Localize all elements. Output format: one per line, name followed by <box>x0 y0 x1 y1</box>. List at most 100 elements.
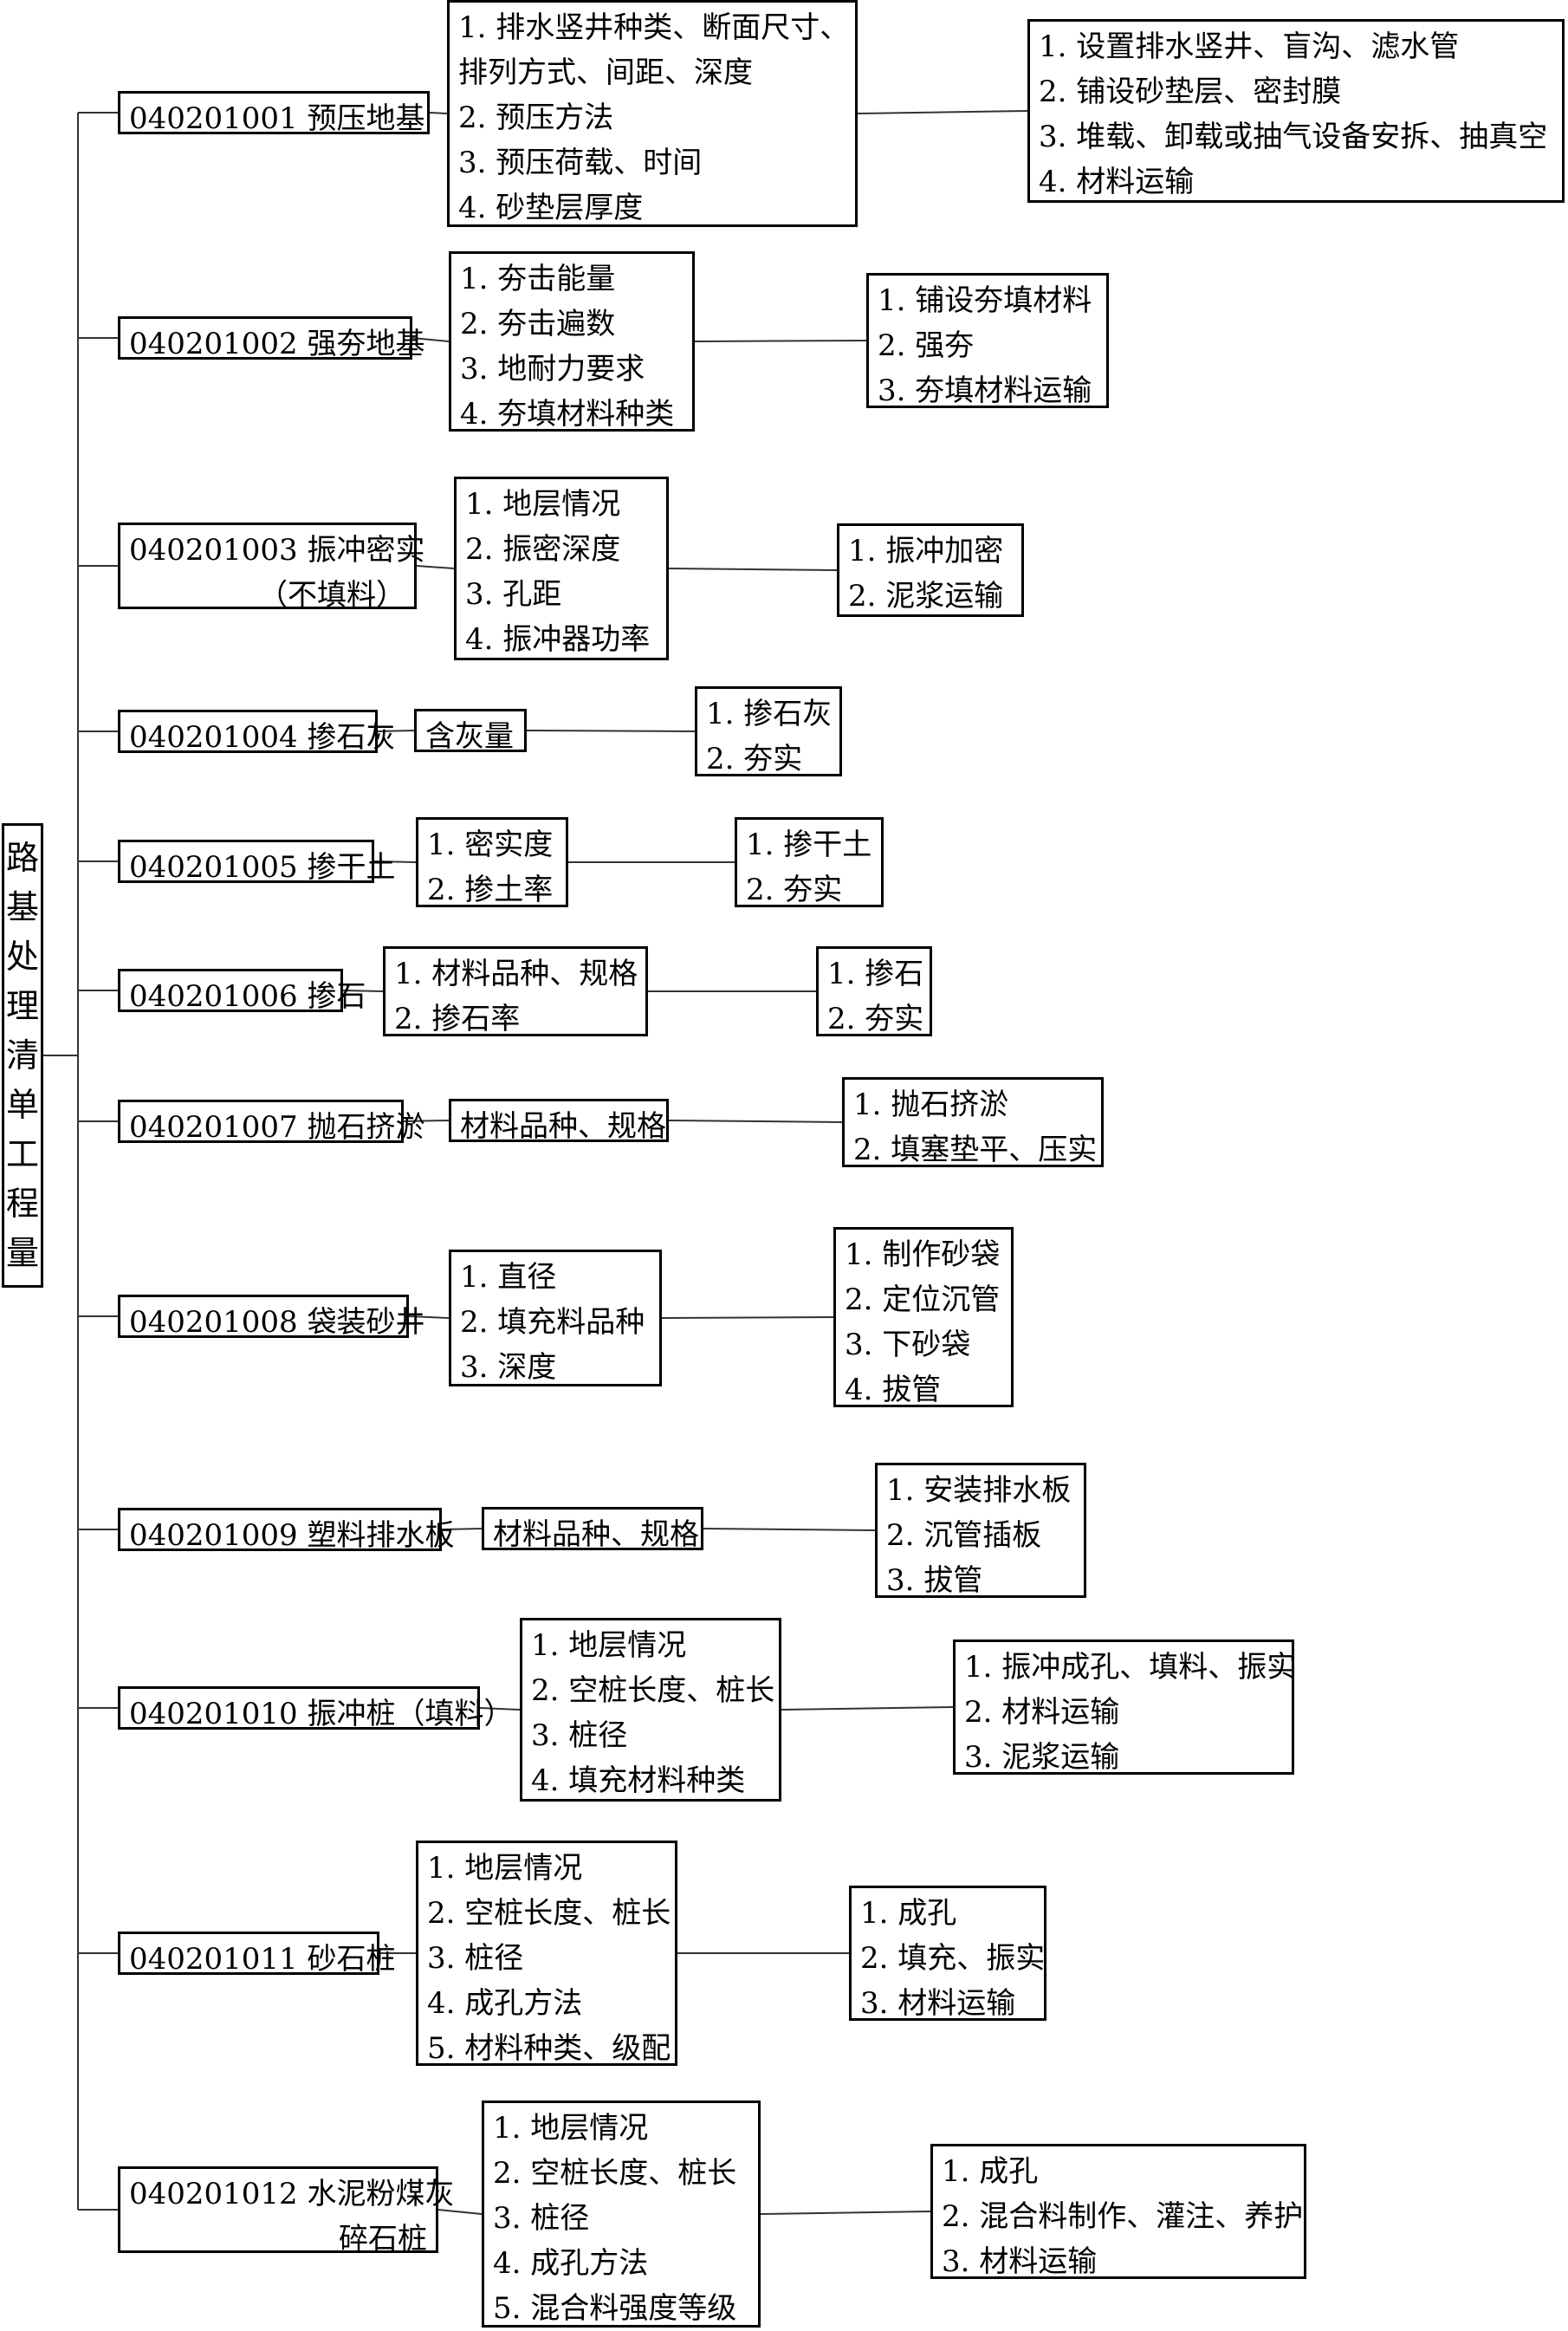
code-feature-line <box>429 112 448 114</box>
code-feature-line <box>377 730 415 732</box>
feature-box-line: 3. 桩径 <box>531 1718 628 1753</box>
feature-box-line: 材料品种、规格 <box>493 1517 699 1552</box>
item-code-box: 040201010 振冲桩（填料） <box>118 1686 514 1731</box>
work-content-box-line: 3. 材料运输 <box>860 1986 1016 2021</box>
feature-box-line: 4. 成孔方法 <box>493 2246 649 2281</box>
feature-box: 含灰量 <box>414 709 527 754</box>
code-feature-line <box>479 1707 521 1711</box>
item-code-box: 040201006 掺石 <box>118 969 366 1014</box>
work-content-box-line: 2. 夯实 <box>827 1002 924 1036</box>
root-char: 路 <box>5 838 39 877</box>
root-char: 工 <box>5 1135 39 1174</box>
code-feature-line <box>416 565 455 569</box>
feature-work-line <box>703 1528 876 1531</box>
feature-box-line: 1. 地层情况 <box>493 2111 649 2146</box>
item-code-box-line: 040201006 掺石 <box>129 979 366 1014</box>
work-content-box-line: 2. 夯实 <box>706 742 803 776</box>
code-feature-line <box>408 1315 450 1319</box>
work-content-box-line: 1. 抛石挤淤 <box>853 1088 1009 1122</box>
root-char: 清 <box>5 1036 39 1075</box>
item-code-box: 040201009 塑料排水板 <box>118 1508 455 1553</box>
work-content-box-line: 2. 材料运输 <box>964 1695 1120 1730</box>
feature-work-line <box>781 1706 954 1711</box>
feature-box-line: 4. 振冲器功率 <box>465 622 651 657</box>
feature-box-line: 材料品种、规格 <box>460 1109 666 1144</box>
work-content-box-line: 3. 夯填材料运输 <box>878 373 1092 408</box>
item-code-box-line: 040201003 振冲密实 <box>129 533 425 568</box>
work-content-box-line: 1. 振冲成孔、填料、振实 <box>964 1650 1297 1685</box>
feature-box-line: 5. 材料种类、级配 <box>427 2031 671 2066</box>
work-content-box: 1. 制作砂袋 2. 定位沉管 3. 下砂袋 4. 拔管 <box>833 1227 1014 1407</box>
work-content-box-line: 1. 掺干土 <box>746 828 872 862</box>
feature-box-line: 1. 夯击能量 <box>460 262 616 296</box>
work-content-box-line: 2. 铺设砂垫层、密封膜 <box>1039 75 1342 109</box>
feature-box-line: 1. 排水竖井种类、断面尺寸、 <box>458 10 850 45</box>
feature-box: 材料品种、规格 <box>449 1099 669 1144</box>
item-code-box-line: （不填料） <box>258 578 405 613</box>
feature-box-line: 2. 掺石率 <box>394 1002 521 1036</box>
work-content-box-line: 3. 下砂袋 <box>845 1328 971 1362</box>
feature-box-line: 1. 地层情况 <box>427 1851 583 1886</box>
feature-work-line <box>760 2211 931 2215</box>
feature-box: 材料品种、规格 <box>482 1507 703 1552</box>
code-feature-line <box>437 2209 483 2215</box>
work-content-box-line: 1. 制作砂袋 <box>845 1237 1001 1272</box>
feature-box-line: 2. 预压方法 <box>458 101 614 135</box>
feature-work-line <box>857 110 1028 114</box>
work-content-box-line: 2. 定位沉管 <box>845 1282 1001 1317</box>
feature-box-line: 含灰量 <box>425 719 514 754</box>
feature-box-line: 1. 直径 <box>460 1260 557 1295</box>
root-node: 路 基 处 理 清 单 工 程 量 <box>2 823 43 1288</box>
item-code-box: 040201005 掺干土 <box>118 840 396 885</box>
code-feature-line <box>373 860 417 863</box>
work-content-box-line: 2. 填充、振实 <box>860 1941 1046 1976</box>
feature-box-line: 5. 混合料强度等级 <box>493 2291 737 2326</box>
item-code-box-line: 040201009 塑料排水板 <box>129 1518 455 1553</box>
feature-box-line: 3. 孔距 <box>465 577 562 612</box>
work-content-box-line: 3. 拔管 <box>886 1563 983 1598</box>
work-content-box-line: 3. 材料运输 <box>942 2244 1098 2279</box>
item-code-box-line: 040201002 强夯地基 <box>129 327 425 361</box>
item-code-box: 040201012 水泥粉煤灰碎石桩 <box>118 2166 455 2256</box>
work-content-box-line: 2. 混合料制作、灌注、养护 <box>942 2199 1304 2234</box>
work-content-box-line: 2. 泥浆运输 <box>848 579 1004 614</box>
work-content-box-line: 1. 铺设夯填材料 <box>878 283 1092 318</box>
work-content-box-line: 2. 夯实 <box>746 873 843 907</box>
item-code-box-line: 040201008 袋装砂井 <box>129 1305 425 1340</box>
root-char: 处 <box>5 937 39 976</box>
work-content-box: 1. 掺干土 2. 夯实 <box>735 817 884 907</box>
feature-box-line: 3. 深度 <box>460 1350 557 1385</box>
work-content-box-line: 1. 振冲加密 <box>848 534 1004 568</box>
code-feature-line <box>342 990 384 992</box>
item-code-box: 040201003 振冲密实 （不填料） <box>118 523 425 613</box>
work-content-box-line: 1. 掺石灰 <box>706 697 833 731</box>
code-feature-line <box>411 337 450 342</box>
work-content-box-line: 1. 成孔 <box>942 2154 1039 2189</box>
feature-box-line: 2. 空桩长度、桩长 <box>427 1896 671 1931</box>
feature-box-line: 4. 砂垫层厚度 <box>458 191 644 225</box>
feature-box-line: 1. 地层情况 <box>531 1628 687 1663</box>
work-content-box-line: 1. 安装排水板 <box>886 1473 1072 1508</box>
feature-box-line: 3. 地耐力要求 <box>460 352 645 386</box>
feature-box-line: 4. 夯填材料种类 <box>460 397 675 432</box>
root-char: 量 <box>5 1234 39 1273</box>
work-content-box-line: 4. 拔管 <box>845 1373 942 1407</box>
feature-box-line: 1. 密实度 <box>427 828 554 862</box>
item-code-box-line: 040201005 掺干土 <box>129 850 396 885</box>
code-feature-line <box>403 1120 450 1122</box>
root-char: 程 <box>5 1185 39 1224</box>
feature-work-line <box>668 1120 843 1123</box>
work-content-box: 1. 掺石灰 2. 夯实 <box>695 686 842 776</box>
feature-box-line: 2. 振密深度 <box>465 532 621 567</box>
item-code-box-line: 040201004 掺石灰 <box>129 720 396 755</box>
work-content-box-line: 1. 成孔 <box>860 1896 957 1931</box>
